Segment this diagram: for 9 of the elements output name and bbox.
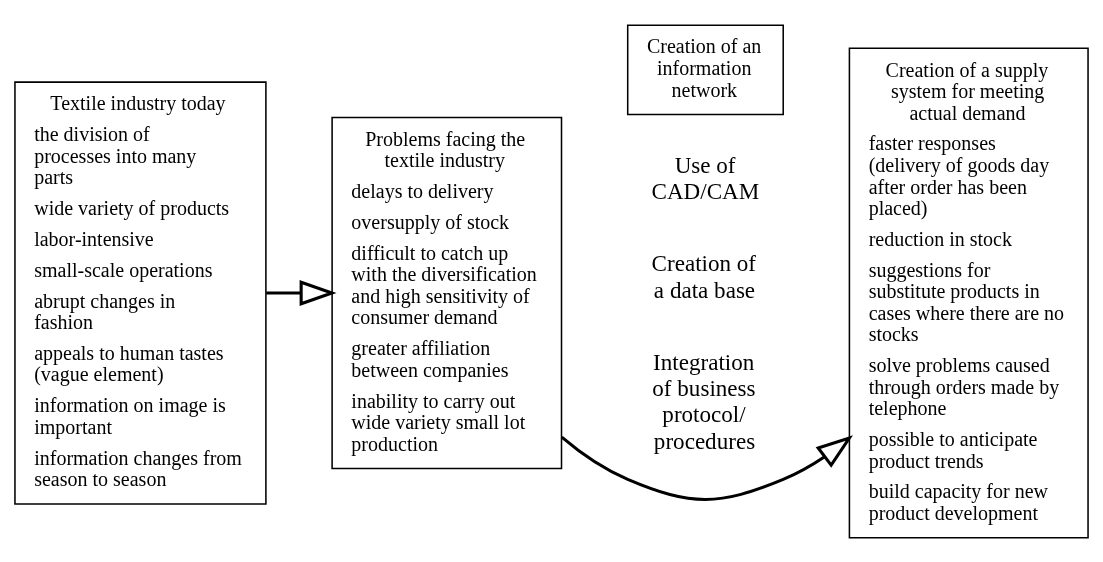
arrow [266,279,337,306]
node-box: Creation of an information network [626,23,784,115]
label: Use of CAD/CAM [651,151,760,204]
node-box: Creation of a supply system for meeting actual demand faster responses (delivery of goods day after order has been placed) reduction in stock suggestions for substitute products in cases where there are no stocks solve problems caused through orders made by telephone possible to anticipate product trends build capacity for new product development [848,47,1089,539]
node-box: Problems facing the textile industry delays to delivery oversupply of stock difficult to catch up with the diversification and high sensitivity of consumer demand greater affiliation between companies inability to carry out wide variety small lot production [331,116,563,469]
arrow [560,434,854,501]
label: Integration of business protocol/ procedures [652,348,756,454]
node-box: Textile industry today the division of processes into many parts wide variety of products labor-intensive small-scale operations abrupt changes in fashion appeals to human tastes (vague element) information on image is important information changes from season to season [14,80,267,505]
label: Creation of a data base [651,249,757,303]
